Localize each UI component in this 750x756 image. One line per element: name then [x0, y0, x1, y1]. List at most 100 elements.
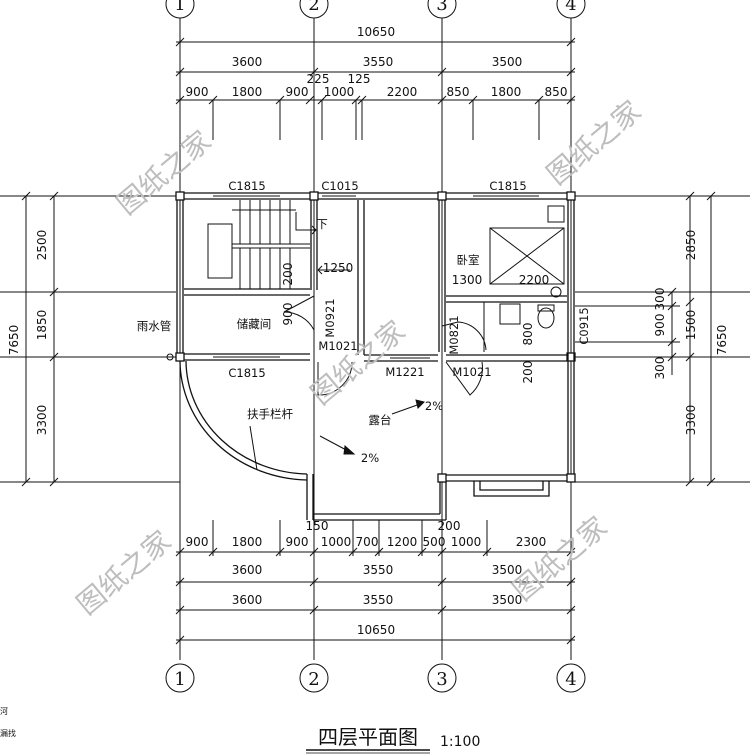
- label-downpipe: 雨水管: [137, 319, 172, 333]
- dim-right-1: 2850: [684, 230, 698, 261]
- label-m0921: M0921: [323, 298, 337, 337]
- dim-top-detail-4: 225: [307, 72, 330, 86]
- watermark-2: 图纸之家: [540, 94, 647, 191]
- doors: [283, 295, 487, 396]
- dim-bottom-detail-3: 900: [286, 535, 309, 549]
- label-slope-2: 2%: [361, 451, 379, 465]
- drawing-title: 四层平面图: [318, 725, 418, 749]
- room-terrace: 露台: [369, 413, 392, 427]
- dim-top-detail-7: 2200: [387, 85, 418, 99]
- slope-arrows: [249, 399, 425, 471]
- axis-label-2-top: 2: [308, 0, 319, 15]
- dim-bottom-small-2: 200: [438, 519, 461, 533]
- downpipe-symbol: [166, 353, 174, 361]
- watermark-5: 图纸之家: [506, 510, 613, 607]
- dim-bottom-detail-1: 900: [186, 535, 209, 549]
- dim-bottom-detail-8: 1000: [451, 535, 482, 549]
- label-m1021-left: M1021: [318, 339, 357, 353]
- axis-label-4-top: 4: [565, 0, 576, 15]
- label-c0915: C0915: [577, 307, 591, 344]
- dim-top-detail-5: 1000: [324, 85, 355, 99]
- axis-label-1-bottom: 1: [174, 669, 185, 690]
- dim-bottom-detail-2: 1800: [232, 535, 263, 549]
- label-slope-1: 2%: [425, 399, 443, 413]
- dim-interior-2200: 2200: [519, 273, 550, 287]
- label-m0821: M0821: [447, 315, 461, 354]
- dim-top-detail-2: 1800: [232, 85, 263, 99]
- left-note-1: 河: [0, 706, 8, 716]
- dim-left-total: 7650: [7, 325, 21, 356]
- dim-bottom-detail-6: 1200: [387, 535, 418, 549]
- axis-label-1-top: 1: [174, 0, 185, 15]
- dim-top-bay-3: 3500: [492, 55, 523, 69]
- label-c1815-mid: C1815: [228, 366, 265, 380]
- staircase: [207, 200, 317, 289]
- label-c1815-top-left: C1815: [228, 179, 265, 193]
- door-swing-m1021-right: [445, 361, 483, 396]
- dim-right-2: 300: [653, 288, 667, 311]
- label-m1021-right: M1021: [452, 365, 491, 379]
- bottom-dim-ticks: [175, 547, 576, 645]
- room-storage: 储藏间: [237, 317, 272, 331]
- dim-top-detail-3: 900: [286, 85, 309, 99]
- dim-interior-1250: 1250: [323, 261, 354, 275]
- label-c1015: C1015: [321, 179, 358, 193]
- dim-bottom-bay-1b: 3600: [232, 593, 263, 607]
- door-swing-m0821: [441, 321, 487, 351]
- dim-interior-200: 200: [281, 263, 295, 286]
- room-bedroom: 卧室: [457, 253, 480, 267]
- building-walls: [175, 191, 576, 521]
- dim-bottom-detail-7: 500: [423, 535, 446, 549]
- dim-right-4: 300: [653, 357, 667, 380]
- dim-left-1: 2500: [35, 230, 49, 261]
- axis-bubbles: [165, 0, 586, 693]
- dim-bottom-detail-4: 1000: [321, 535, 352, 549]
- label-c1815-top-right: C1815: [489, 179, 526, 193]
- axis-label-4-bottom: 4: [565, 669, 576, 690]
- dim-right-mid: 1500: [684, 310, 698, 341]
- dim-bottom-bay-3a: 3500: [492, 563, 523, 577]
- dim-top-detail-6: 125: [348, 72, 371, 86]
- dim-bottom-bay-3b: 3500: [492, 593, 523, 607]
- left-note-2: 漏找: [0, 728, 16, 738]
- dim-interior-800: 800: [521, 323, 535, 346]
- dim-interior-900: 900: [281, 303, 295, 326]
- dim-bottom-bay-2a: 3550: [363, 563, 394, 577]
- dim-bottom-bay-2b: 3550: [363, 593, 394, 607]
- watermark-4: 图纸之家: [70, 524, 177, 621]
- dim-bottom-detail-9: 2300: [516, 535, 547, 549]
- dim-right-total: 7650: [715, 325, 729, 356]
- door-swing-m0921: [283, 295, 315, 331]
- axis-label-3-bottom: 3: [436, 669, 447, 690]
- dim-left-3: 3300: [35, 405, 49, 436]
- dim-top-detail-8: 850: [447, 85, 470, 99]
- axis-label-3-top: 3: [436, 0, 447, 15]
- dim-left-2: 1850: [35, 310, 49, 341]
- dim-top-detail-10: 850: [545, 85, 568, 99]
- dim-interior-1300: 1300: [452, 273, 483, 287]
- furniture: [317, 205, 565, 352]
- dim-interior-200b: 200: [521, 361, 535, 384]
- dim-top-bay-2: 3550: [363, 55, 394, 69]
- dim-bottom-bay-1a: 3600: [232, 563, 263, 577]
- top-dim-extensions: [212, 100, 540, 140]
- dim-right-3: 900: [653, 314, 667, 337]
- watermark-1: 图纸之家: [110, 124, 217, 221]
- dim-top-bay-1: 3600: [232, 55, 263, 69]
- dim-top-detail-9: 1800: [491, 85, 522, 99]
- bottom-dim-extensions: [212, 520, 488, 556]
- door-swing-m1021-left: [317, 361, 353, 396]
- dim-top-total: 10650: [357, 25, 395, 39]
- dim-bottom-detail-5: 700: [356, 535, 379, 549]
- label-m1221: M1221: [385, 365, 424, 379]
- dim-bottom-small-1: 150: [306, 519, 329, 533]
- axis-label-2-bottom: 2: [308, 669, 319, 690]
- windows: [213, 195, 572, 358]
- dim-top-detail-1: 900: [186, 85, 209, 99]
- label-handrail: 扶手栏杆: [247, 407, 293, 421]
- drawing-scale: 1:100: [440, 734, 480, 750]
- dim-bottom-total: 10650: [357, 623, 395, 637]
- stair-down-label: 下: [316, 217, 328, 231]
- dim-right-5: 3300: [684, 405, 698, 436]
